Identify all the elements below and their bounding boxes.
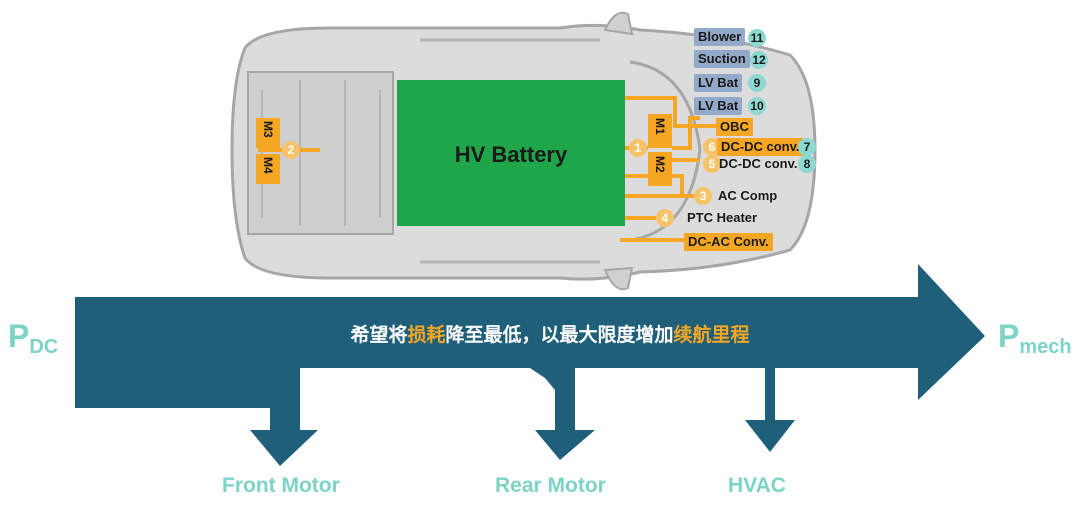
output-power-sub: mech [1019,336,1072,358]
motor-block-m2 [648,152,672,186]
component-label-blower: Blower [694,28,746,46]
branch-label-front-motor: Front Motor [222,474,340,497]
branch-label-rear-motor: Rear Motor [495,474,606,497]
component-label-lv-bat-2: LV Bat [694,97,743,115]
component-label-ac-comp: AC Comp [718,188,778,203]
battery-label: HV Battery [454,142,568,167]
motor-block-m1 [648,114,672,148]
flow-arrow [75,264,985,466]
component-label-obc: OBC [716,118,753,136]
component-number-dcdc-2: 5 [703,155,721,173]
motor-label-m2: M2 [653,156,667,173]
input-power-sub: DC [29,336,59,358]
component-number-lv-bat-2: 10 [748,97,766,115]
flow-message-part-3: 降至最低，以最大限度增加 [445,324,674,346]
component-number-dcdc-1: 6 [703,138,721,156]
component-number-blower: 11 [748,29,766,47]
hv-battery [397,80,625,226]
component-number-ac-comp: 3 [694,187,712,205]
output-power-label: Pmech [998,318,1072,359]
component-number-suction: 12 [750,51,768,69]
component-number-lv-bat-1: 9 [748,74,766,92]
motor-label-m3: M3 [261,121,275,138]
junction-number-rear: 2 [282,141,300,159]
component-label-ptc-heater: PTC Heater [687,210,758,225]
component-label-lv-bat-1: LV Bat [694,74,743,92]
component-number-dcdc-1b: 7 [798,138,816,156]
component-number-dcdc-2b: 8 [798,155,816,173]
input-power-label: PDC [8,318,58,359]
junction-number-front: 1 [629,139,647,157]
motor-label-m1: M1 [653,118,667,135]
motor-block-m4 [256,154,280,184]
input-power-main: P [8,318,30,354]
flow-message-part-1: 希望将 [350,324,408,346]
component-label-suction: Suction [694,50,750,68]
component-label-dcdc-1: DC-DC conv. [717,138,804,156]
flow-message-part-4: 续航里程 [673,324,750,346]
component-label-dc-ac-conv: DC-AC Conv. [684,233,773,251]
output-power-main: P [998,318,1020,354]
motor-label-m4: M4 [261,157,275,174]
component-label-dcdc-2: DC-DC conv. [719,156,798,171]
branch-label-hvac: HVAC [728,474,786,497]
flow-message-part-2: 损耗 [407,324,446,346]
flow-message: 希望将损耗降至最低，以最大限度增加续航里程 [280,320,820,347]
motor-block-m3 [256,118,280,148]
component-number-ptc-heater: 4 [656,209,674,227]
